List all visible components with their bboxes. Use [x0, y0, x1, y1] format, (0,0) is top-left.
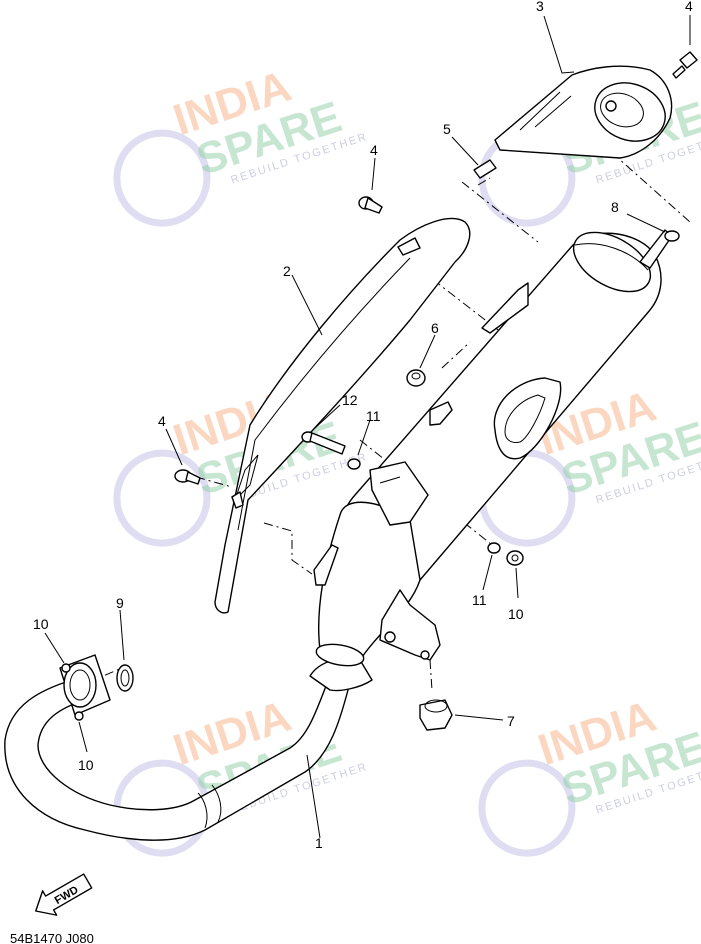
- callout-3: 3: [536, 0, 544, 14]
- bolt-part-12: [301, 431, 346, 455]
- callout-5: 5: [443, 121, 451, 137]
- heat-shield-part-2: [214, 217, 471, 614]
- callout-10-upper: 10: [33, 616, 49, 632]
- callouts: 3 4 5 4 8 2 6 12 11 4 9 10 10 11 10 7 1: [33, 0, 693, 851]
- grommet-part-6: [406, 369, 453, 426]
- forward-direction-arrow: FWD: [35, 873, 93, 916]
- fwd-label: FWD: [53, 884, 81, 907]
- nut-part-10-right: [506, 550, 524, 566]
- callout-1: 1: [315, 835, 323, 851]
- watermark-logo-icon: [478, 759, 576, 857]
- watermark-logo-icon: [113, 449, 211, 547]
- washer-part-11-lower: [487, 542, 501, 554]
- callout-10-lower: 10: [78, 757, 94, 773]
- damper-part-7: [419, 699, 453, 731]
- callout-10-right: 10: [508, 606, 524, 622]
- callout-4-left: 4: [158, 413, 166, 429]
- callout-7: 7: [507, 713, 515, 729]
- diagram-code: 54B1470 J080: [10, 931, 94, 944]
- bolt-part-4-top-right: [672, 51, 698, 79]
- callout-12: 12: [342, 392, 358, 408]
- clip-part-5: [473, 159, 497, 179]
- watermark-1: INDIA SPARE REBUILD TOGETHER: [113, 61, 369, 227]
- leader-lines: [44, 15, 691, 839]
- callout-6: 6: [431, 320, 439, 336]
- washer-part-8: [664, 230, 680, 242]
- fwd-arrow-icon: [35, 873, 93, 916]
- bolt-part-4-left: [174, 469, 201, 485]
- callout-9: 9: [116, 595, 124, 611]
- watermark-6: INDIA SPARE REBUILD TOGETHER: [478, 691, 701, 857]
- end-cover-part-3: [494, 65, 673, 159]
- callout-4-middle: 4: [370, 142, 378, 158]
- gasket-part-9: [116, 664, 134, 692]
- callout-2: 2: [283, 263, 291, 279]
- assembly-lines: [69, 101, 691, 691]
- callout-4-top: 4: [685, 0, 693, 14]
- callout-11-lower: 11: [472, 592, 487, 608]
- callout-8: 8: [611, 199, 619, 215]
- callout-11-upper: 11: [366, 408, 381, 424]
- watermark-logo-icon: [113, 129, 211, 227]
- muffler-body: [313, 229, 673, 667]
- hardware: [174, 51, 698, 731]
- exhaust-pipe-part-1: [4, 654, 373, 841]
- bolt-part-4-middle: [358, 196, 383, 214]
- washer-part-11-upper: [347, 458, 361, 470]
